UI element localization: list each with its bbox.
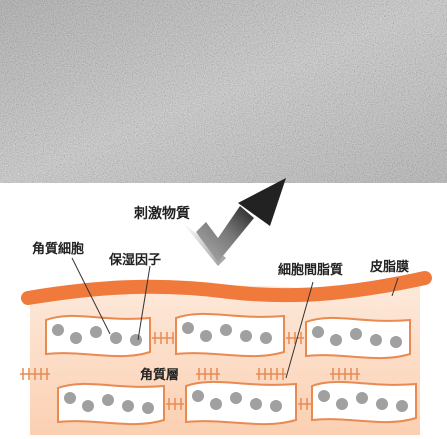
- moisturizing-factor-dot: [240, 330, 252, 342]
- repel-arrow: [182, 178, 286, 266]
- corneocyte-cell: [185, 380, 297, 426]
- label-stratum-corneum: 角質層: [140, 367, 179, 383]
- moisturizing-factor-dot: [110, 332, 122, 344]
- moisturizing-factor-dot: [210, 398, 222, 410]
- lipid-lamella: [298, 398, 312, 410]
- moisturizing-factor-dot: [90, 326, 102, 338]
- lipid-lamella: [330, 368, 360, 380]
- lipid-lamella: [256, 368, 286, 380]
- moisturizing-factor-dot: [336, 398, 348, 410]
- moisturizing-factor-dot: [318, 390, 330, 402]
- moisturizing-factor-dot: [250, 398, 262, 410]
- moisturizing-factor-dot: [330, 334, 342, 346]
- moisturizing-factor-dot: [376, 398, 388, 410]
- moisturizing-factor-dot: [370, 334, 382, 346]
- corneocyte-cell: [175, 312, 285, 358]
- label-sebum-film: 皮脂膜: [369, 259, 409, 275]
- intercellular-lipid-marks: [20, 332, 360, 410]
- corneocyte-row-top: [45, 312, 411, 360]
- sebum-film-layer: [21, 271, 432, 305]
- lipid-lamella: [196, 368, 220, 380]
- moisturizing-factor-dot: [52, 324, 64, 336]
- moisturizing-factor-dot: [200, 330, 212, 342]
- moisturizing-factor-dot: [390, 336, 402, 348]
- lipid-lamella: [166, 398, 184, 410]
- moisturizing-factor-dot: [356, 392, 368, 404]
- label-corneocyte: 角質細胞: [32, 241, 84, 257]
- corneocyte-row-bottom: [57, 380, 417, 426]
- moisturizing-factor-dot: [350, 328, 362, 340]
- label-stimulus: 刺激物質: [134, 205, 190, 222]
- skin-surface-photo: [0, 0, 447, 183]
- moisturizing-factor-dot: [122, 400, 134, 412]
- moisturizing-factor-dot: [82, 400, 94, 412]
- moisturizing-factor-dot: [102, 394, 114, 406]
- lipid-lamella: [20, 368, 50, 380]
- leader-lines: [71, 257, 399, 379]
- moisturizing-factor-dot: [230, 392, 242, 404]
- lipid-lamella: [152, 332, 174, 344]
- moisturizing-factor-dot: [64, 392, 76, 404]
- moisturizing-factor-dot: [130, 334, 142, 346]
- moisturizing-factor-dot: [260, 332, 272, 344]
- moisturizing-factor-dot: [182, 322, 194, 334]
- moisturizing-factor-dot: [270, 400, 282, 412]
- moisturizing-factor-dot: [70, 332, 82, 344]
- label-intercellular-lipid: 細胞間脂質: [278, 262, 343, 278]
- lipid-lamella: [286, 332, 304, 344]
- label-nmf: 保湿因子: [108, 252, 161, 268]
- moisturizing-factor-dot: [312, 326, 324, 338]
- moisturizing-factor-dot: [396, 400, 408, 412]
- moisturizing-factor-dot: [142, 402, 154, 414]
- moisturizing-factor-dot: [192, 390, 204, 402]
- moisturizing-factor-dot: [220, 324, 232, 336]
